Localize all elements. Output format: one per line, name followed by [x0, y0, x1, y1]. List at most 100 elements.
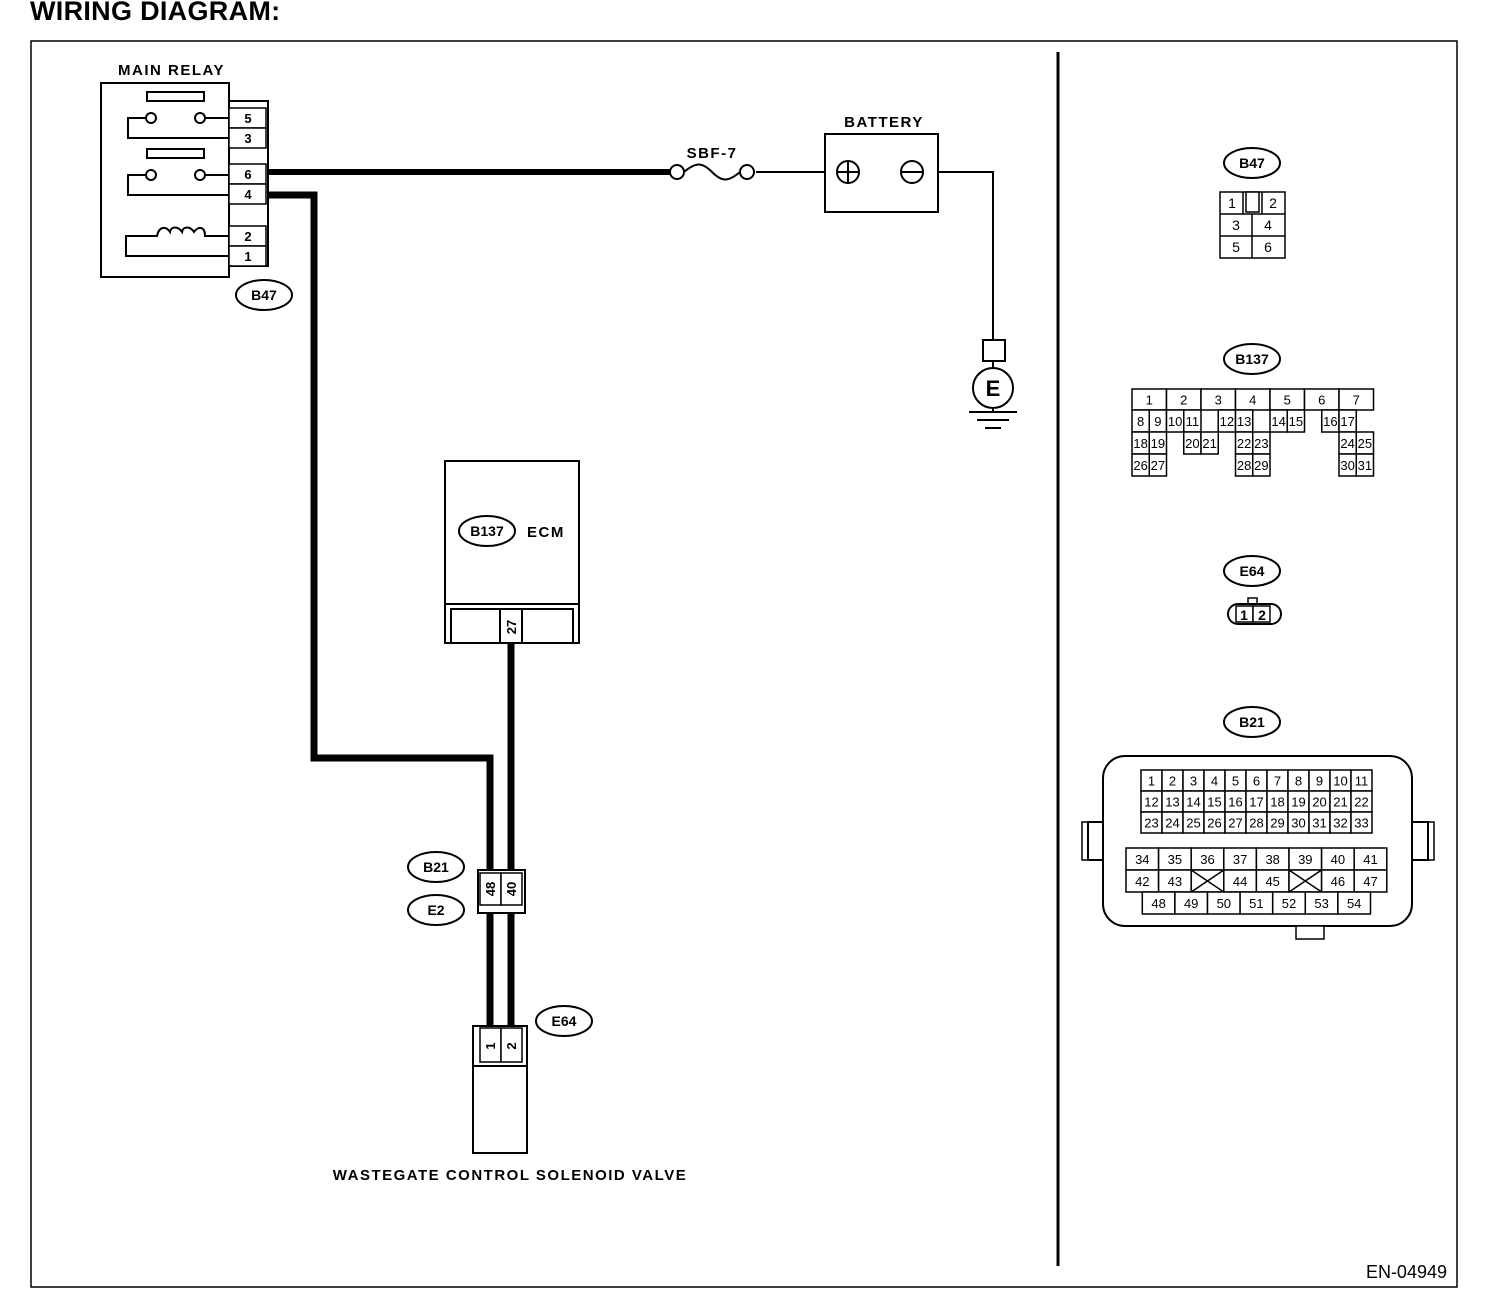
fuse-sbf7: SBF-7 — [669, 145, 755, 181]
b137-pin-31: 31 — [1358, 458, 1372, 473]
diagram-frame — [30, 40, 1458, 1288]
b47-view-pin-5: 5 — [1232, 239, 1240, 255]
wire-battery-to-ground — [937, 171, 994, 340]
connector-view-e64: E64 1 2 — [1223, 555, 1282, 625]
b21-pin-15: 15 — [1207, 795, 1221, 810]
relay-contact-bar-2 — [146, 148, 205, 159]
joint-tag-b21 — [407, 851, 465, 883]
b21-view-tag: B21 — [1239, 714, 1265, 730]
b137-pin-14: 14 — [1271, 414, 1285, 429]
ecm-connector-tag — [458, 515, 516, 547]
joint-tag-e2 — [407, 894, 465, 926]
b137-pin-16: 16 — [1323, 414, 1337, 429]
b137-pin-18: 18 — [1133, 436, 1147, 451]
relay-pin-1: 1 — [244, 249, 251, 264]
b137-pin-19: 19 — [1151, 436, 1165, 451]
b21-pin-52: 52 — [1282, 896, 1296, 911]
relay-contact-bar-1 — [146, 91, 205, 102]
b137-pin-17: 17 — [1340, 414, 1354, 429]
b137-pin-15-cell — [1286, 409, 1306, 433]
b21-pin-26: 26 — [1207, 816, 1221, 831]
fuse-element — [683, 163, 741, 181]
b21-pin-47: 47 — [1363, 874, 1377, 889]
b137-pin-29-cell — [1252, 453, 1271, 477]
b137-pin-10: 10 — [1168, 414, 1182, 429]
b21-pin-11: 11 — [1355, 774, 1369, 789]
relay-pin-3: 3 — [244, 131, 251, 146]
b21-pin-13: 13 — [1165, 795, 1179, 810]
connector-view-b47: B47 1 2 3 4 5 6 — [1219, 147, 1286, 259]
b137-pin-23: 23 — [1254, 436, 1268, 451]
b137-pin-6: 6 — [1318, 393, 1325, 408]
b21-blank-1-2-blank-mark — [1190, 869, 1225, 893]
b21-pin-51: 51 — [1249, 896, 1263, 911]
b137-pin-4: 4 — [1249, 393, 1256, 408]
b21-pin-10: 10 — [1333, 774, 1347, 789]
b47-view-pin-1: 1 — [1228, 195, 1236, 211]
b137-pin-3: 3 — [1215, 393, 1222, 408]
ecm-label: ECM — [527, 524, 565, 541]
b21-pin-23: 23 — [1144, 816, 1158, 831]
b21-pin-33-cell — [1350, 811, 1373, 834]
main-relay-label: MAIN RELAY — [118, 62, 225, 79]
b21-pin-4: 4 — [1211, 774, 1218, 789]
b137-pin-29: 29 — [1254, 458, 1268, 473]
wastegate-solenoid-valve: 1 2 E64 WASTEGATE CONTROL SOLENOID VALVE — [333, 1005, 686, 1184]
ground-label: E — [986, 376, 1001, 401]
battery: BATTERY — [824, 114, 939, 213]
b21-pin-38: 38 — [1265, 852, 1279, 867]
b137-pin-5: 5 — [1284, 393, 1291, 408]
b21-pin-14: 14 — [1186, 795, 1200, 810]
relay-pin-5: 5 — [244, 111, 251, 126]
b47-view-pin-6: 6 — [1264, 239, 1272, 255]
b21-pin-24: 24 — [1165, 816, 1179, 831]
wire-relay4-to-b21 — [267, 191, 494, 873]
b21-pin-6: 6 — [1253, 774, 1260, 789]
b21-pin-39: 39 — [1298, 852, 1312, 867]
joint-tag-b21-text: B21 — [423, 859, 449, 875]
b137-pin-7: 7 — [1353, 393, 1360, 408]
b21-pin-2: 2 — [1169, 774, 1176, 789]
fuse-label: SBF-7 — [687, 145, 738, 162]
b137-view-tag: B137 — [1235, 351, 1269, 367]
b21-pin-17: 17 — [1249, 795, 1263, 810]
b137-pin-15: 15 — [1289, 414, 1303, 429]
b137-pin-1: 1 — [1146, 393, 1153, 408]
ecm-connector-tag-text: B137 — [470, 523, 504, 539]
relay-pin-6: 6 — [244, 167, 251, 182]
b21-pin-3: 3 — [1190, 774, 1197, 789]
b21-pin-33: 33 — [1354, 816, 1368, 831]
relay-connector-tag-text: B47 — [251, 287, 277, 303]
b21-pin-54-cell — [1337, 891, 1372, 915]
b21-pin-18: 18 — [1270, 795, 1284, 810]
b21-pin-9: 9 — [1316, 774, 1323, 789]
b21-pin-46: 46 — [1331, 874, 1345, 889]
b21-pin-40: 40 — [1331, 852, 1345, 867]
wires — [267, 169, 994, 1028]
b137-pin-22: 22 — [1237, 436, 1251, 451]
b21-pin-20: 20 — [1312, 795, 1326, 810]
b21-pin-21: 21 — [1333, 795, 1347, 810]
b21-pin-49: 49 — [1184, 896, 1198, 911]
battery-label: BATTERY — [844, 114, 924, 131]
b21-pin-16: 16 — [1228, 795, 1242, 810]
b21-blank-1-5-blank-mark — [1288, 869, 1323, 893]
b21-pin-30: 30 — [1291, 816, 1305, 831]
b21-pin-53: 53 — [1314, 896, 1328, 911]
b21-pin-54: 54 — [1347, 896, 1361, 911]
b21-pin-37: 37 — [1233, 852, 1247, 867]
valve-connector-tag-text: E64 — [552, 1013, 577, 1029]
main-relay: MAIN RELAY 5 3 6 4 2 1 B47 — [100, 62, 293, 311]
b21-pin-8: 8 — [1295, 774, 1302, 789]
b21-pin-32: 32 — [1333, 816, 1347, 831]
b47-view-pin-2: 2 — [1269, 195, 1277, 211]
b21-pin-43: 43 — [1168, 874, 1182, 889]
b21-pin-1: 1 — [1148, 774, 1155, 789]
b21-pin-31: 31 — [1312, 816, 1326, 831]
b137-pin-30: 30 — [1340, 458, 1354, 473]
b21-pin-7: 7 — [1274, 774, 1281, 789]
b21-pin-42: 42 — [1135, 874, 1149, 889]
